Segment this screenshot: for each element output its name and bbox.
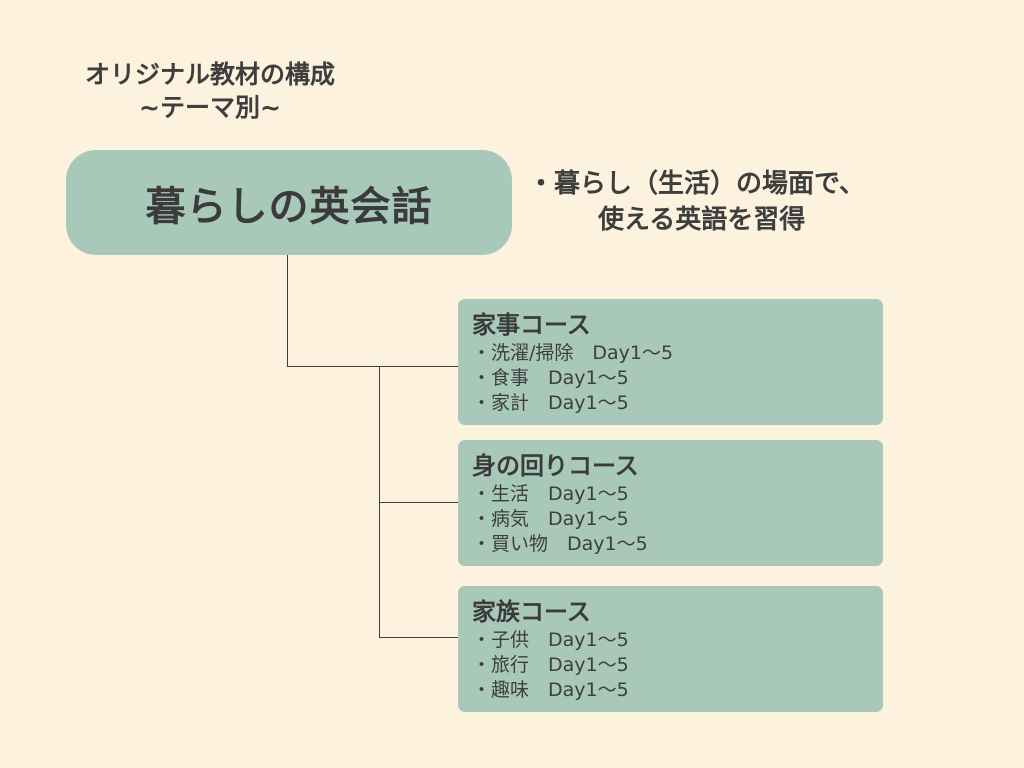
course-item-list: ・生活 Day1〜5 ・病気 Day1〜5 ・買い物 Day1〜5 xyxy=(472,482,869,557)
learning-goal: ・暮らし（生活）の場面で、 使える英語を習得 xyxy=(528,166,928,238)
course-item: ・趣味 Day1〜5 xyxy=(472,679,629,701)
course-title: 身の回りコース xyxy=(472,452,639,480)
main-topic-label: 暮らしの英会話 xyxy=(145,183,433,230)
course-item: ・旅行 Day1〜5 xyxy=(472,654,629,676)
course-item-list: ・洗濯/掃除 Day1〜5 ・食事 Day1〜5 ・家計 Day1〜5 xyxy=(472,341,869,416)
course-item: ・洗濯/掃除 Day1〜5 xyxy=(472,342,674,364)
course-title: 家族コース xyxy=(472,598,591,626)
main-topic-box: 暮らしの英会話 xyxy=(66,150,512,255)
course-item: ・買い物 Day1〜5 xyxy=(472,533,648,555)
course-item: ・子供 Day1〜5 xyxy=(472,629,629,651)
course-item-list: ・子供 Day1〜5 ・旅行 Day1〜5 ・趣味 Day1〜5 xyxy=(472,628,869,703)
page-title: オリジナル教材の構成 ~テーマ別~ xyxy=(40,58,380,124)
page-title-line-2: ~テーマ別~ xyxy=(139,93,281,122)
course-card-family: 家族コース ・子供 Day1〜5 ・旅行 Day1〜5 ・趣味 Day1〜5 xyxy=(458,586,883,712)
course-item: ・家計 Day1〜5 xyxy=(472,392,629,414)
course-item: ・食事 Day1〜5 xyxy=(472,367,629,389)
learning-goal-line-2: 使える英語を習得 xyxy=(598,205,806,235)
course-title: 家事コース xyxy=(472,311,591,339)
course-card-housework: 家事コース ・洗濯/掃除 Day1〜5 ・食事 Day1〜5 ・家計 Day1〜… xyxy=(458,299,883,425)
course-item: ・病気 Day1〜5 xyxy=(472,508,629,530)
course-item: ・生活 Day1〜5 xyxy=(472,483,629,505)
course-card-daily-life: 身の回りコース ・生活 Day1〜5 ・病気 Day1〜5 ・買い物 Day1〜… xyxy=(458,440,883,566)
page-title-line-1: オリジナル教材の構成 xyxy=(84,60,335,89)
learning-goal-line-1: ・暮らし（生活）の場面で、 xyxy=(528,169,865,199)
